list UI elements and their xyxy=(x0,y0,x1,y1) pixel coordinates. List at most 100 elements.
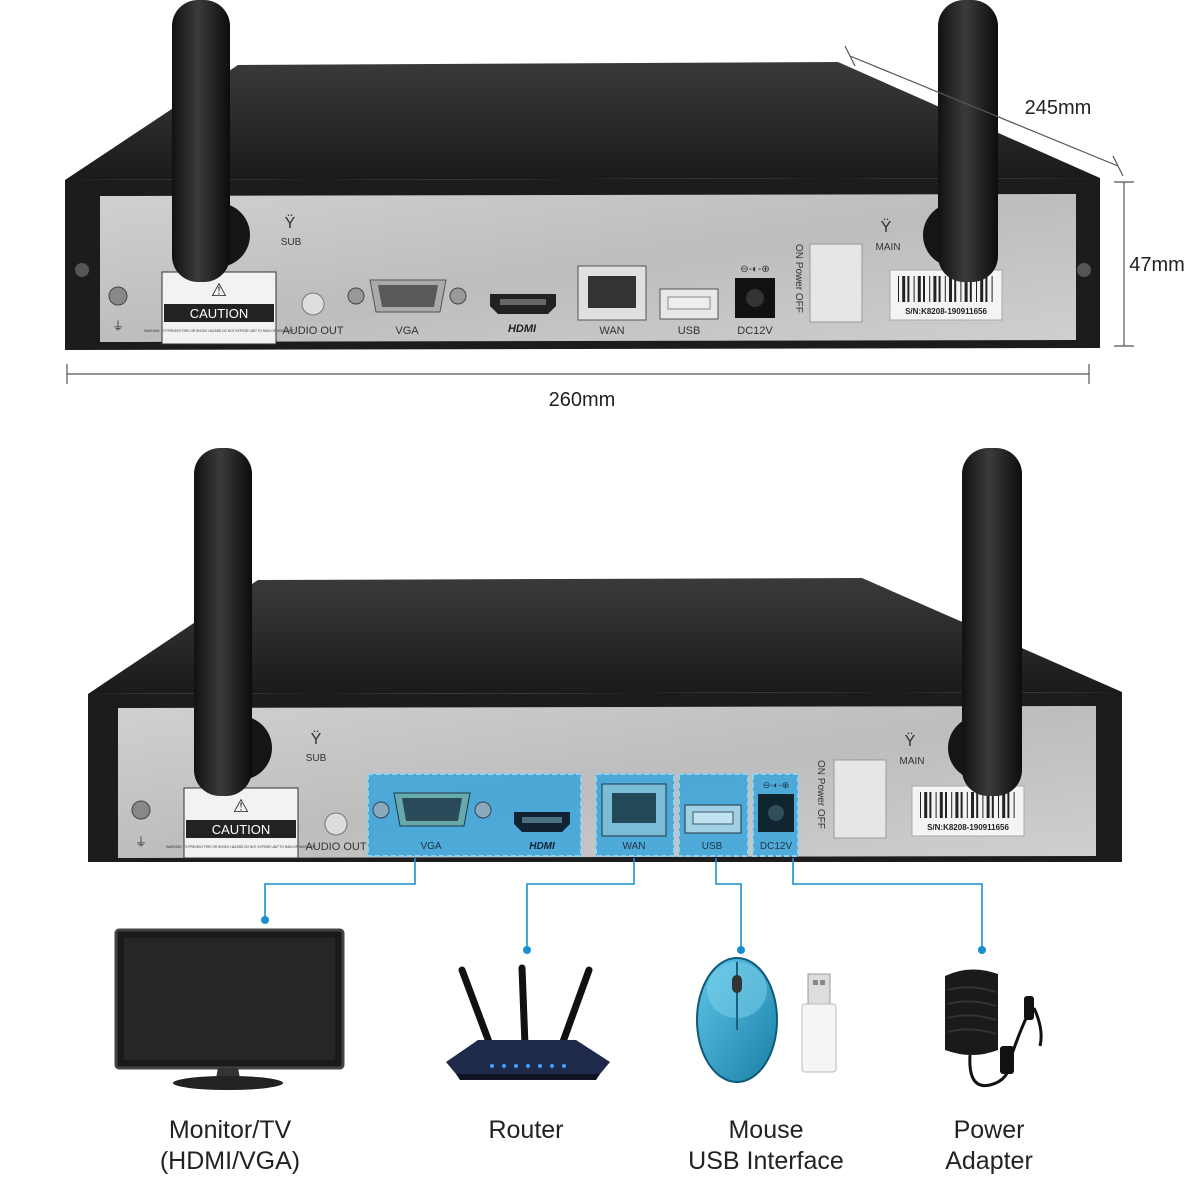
barcode-bar xyxy=(945,792,947,818)
monitor-icon xyxy=(114,928,345,1090)
usb-label: USB xyxy=(678,325,701,337)
antenna-symbol-icon: Ÿ xyxy=(905,732,916,750)
barcode-bar xyxy=(976,792,979,818)
height-label: 47mm xyxy=(1129,254,1185,276)
dc-polarity-icon: ⊖-◐-⊕ xyxy=(740,264,769,275)
device-caption-line1: Power xyxy=(953,1116,1025,1144)
router-icon xyxy=(446,964,610,1080)
barcode-bar xyxy=(960,276,962,302)
barcode-bar xyxy=(982,792,984,818)
wan-label: WAN xyxy=(623,841,646,852)
audio-out-port xyxy=(301,292,325,316)
device-caption-power: Power Adapter xyxy=(889,1115,1089,1177)
device-caption-line1: Router xyxy=(488,1116,564,1144)
wan-label: WAN xyxy=(599,325,624,337)
audio-out-label: AUDIO OUT xyxy=(282,325,343,337)
dimension-width xyxy=(66,364,1090,384)
dimension-height xyxy=(1114,181,1134,347)
hdmi-label: HDMI xyxy=(529,841,555,852)
barcode-bar xyxy=(907,276,910,302)
sub-label: SUB xyxy=(306,753,327,764)
barcode-bar xyxy=(929,792,932,818)
audio-out-port xyxy=(324,812,348,836)
barcode-bar xyxy=(917,276,921,302)
barcode-bar xyxy=(998,792,999,818)
caution-text: CAUTION xyxy=(190,306,249,321)
device-caption-line2: (HDMI/VGA) xyxy=(159,1147,301,1175)
mouse-icon xyxy=(696,957,778,1083)
antenna-symbol-icon: Ÿ xyxy=(881,218,892,236)
barcode-bar xyxy=(960,792,963,818)
barcode-bar xyxy=(954,276,957,302)
ground-symbol-icon: ⏚ xyxy=(112,319,124,333)
barcode-bar xyxy=(938,276,941,302)
screw-icon xyxy=(75,263,89,277)
barcode-bar xyxy=(985,276,988,302)
main-label: MAIN xyxy=(876,242,901,253)
barcode-bar xyxy=(986,792,990,818)
audio-out-label: AUDIO OUT xyxy=(305,841,366,853)
vga-label: VGA xyxy=(395,325,419,337)
barcode-bar xyxy=(964,276,968,302)
nvr-unit-bottom: ⏚ ⚠ CAUTION WARNING: TO PREVENT FIRE OR … xyxy=(88,448,1122,862)
barcode xyxy=(898,276,993,302)
barcode-bar xyxy=(976,276,977,302)
device-caption-line2: Adapter xyxy=(945,1147,1033,1175)
barcode-bar xyxy=(951,792,953,818)
barcode-bar xyxy=(933,276,937,302)
antenna-symbol-icon: Ÿ xyxy=(285,214,296,232)
device-caption-mouse: Mouse USB Interface xyxy=(656,1115,876,1177)
antenna-symbol-icon: Ÿ xyxy=(311,730,322,748)
barcode-bar xyxy=(923,276,925,302)
connector-router xyxy=(526,858,635,950)
dc-label: DC12V xyxy=(737,325,773,337)
sub-label: SUB xyxy=(281,237,302,248)
barcode-bar xyxy=(935,792,937,818)
device-caption-monitor: Monitor/TV (HDMI/VGA) xyxy=(110,1115,350,1177)
barcode-bar xyxy=(924,792,928,818)
device-caption-line1: Mouse xyxy=(728,1116,804,1144)
vga-label: VGA xyxy=(420,841,441,852)
barcode-bar xyxy=(1002,792,1006,818)
barcode-bar xyxy=(929,276,931,302)
warning-triangle-icon: ⚠ xyxy=(211,280,227,300)
barcode-bar xyxy=(949,276,952,302)
power-switch xyxy=(809,243,863,323)
barcode-bar xyxy=(902,276,906,302)
main-label: MAIN xyxy=(900,756,925,767)
power-adapter-icon xyxy=(945,969,1043,1088)
connector-dot xyxy=(261,916,269,924)
connector-mouse xyxy=(715,858,742,950)
main-antenna xyxy=(938,0,998,282)
barcode-bar xyxy=(939,792,943,818)
barcode-bar xyxy=(980,276,984,302)
power-switch xyxy=(833,759,887,839)
barcode-bar xyxy=(1013,792,1015,818)
connector-power xyxy=(792,858,983,950)
power-switch-label: ON Power OFF xyxy=(793,244,804,313)
serial-number: S/N:K8208-190911656 xyxy=(927,823,1009,832)
connector-lines xyxy=(264,858,983,950)
barcode-bar xyxy=(920,792,921,818)
connector-dot xyxy=(978,946,986,954)
barcode-bar xyxy=(944,276,946,302)
device-caption-router: Router xyxy=(426,1115,626,1146)
barcode-bar xyxy=(991,792,994,818)
width-label: 260mm xyxy=(549,389,616,411)
ground-screw-icon xyxy=(108,286,128,306)
barcode-bar xyxy=(913,276,915,302)
power-switch-label: ON Power OFF xyxy=(815,760,826,829)
barcode-bar xyxy=(969,276,972,302)
connector-dot xyxy=(523,946,531,954)
caution-fine-print: WARNING: TO PREVENT FIRE OR SHOCK HAZARD… xyxy=(144,329,294,333)
barcode-bar xyxy=(991,276,993,302)
barcode-bar xyxy=(966,792,968,818)
device-caption-line2: USB Interface xyxy=(688,1147,844,1175)
ground-screw-icon xyxy=(131,800,151,820)
main-antenna xyxy=(962,448,1022,796)
barcode-bar xyxy=(1007,792,1010,818)
barcode-bar xyxy=(955,792,959,818)
serial-number: S/N:K8208-190911656 xyxy=(905,307,987,316)
barcode-bar xyxy=(898,276,899,302)
